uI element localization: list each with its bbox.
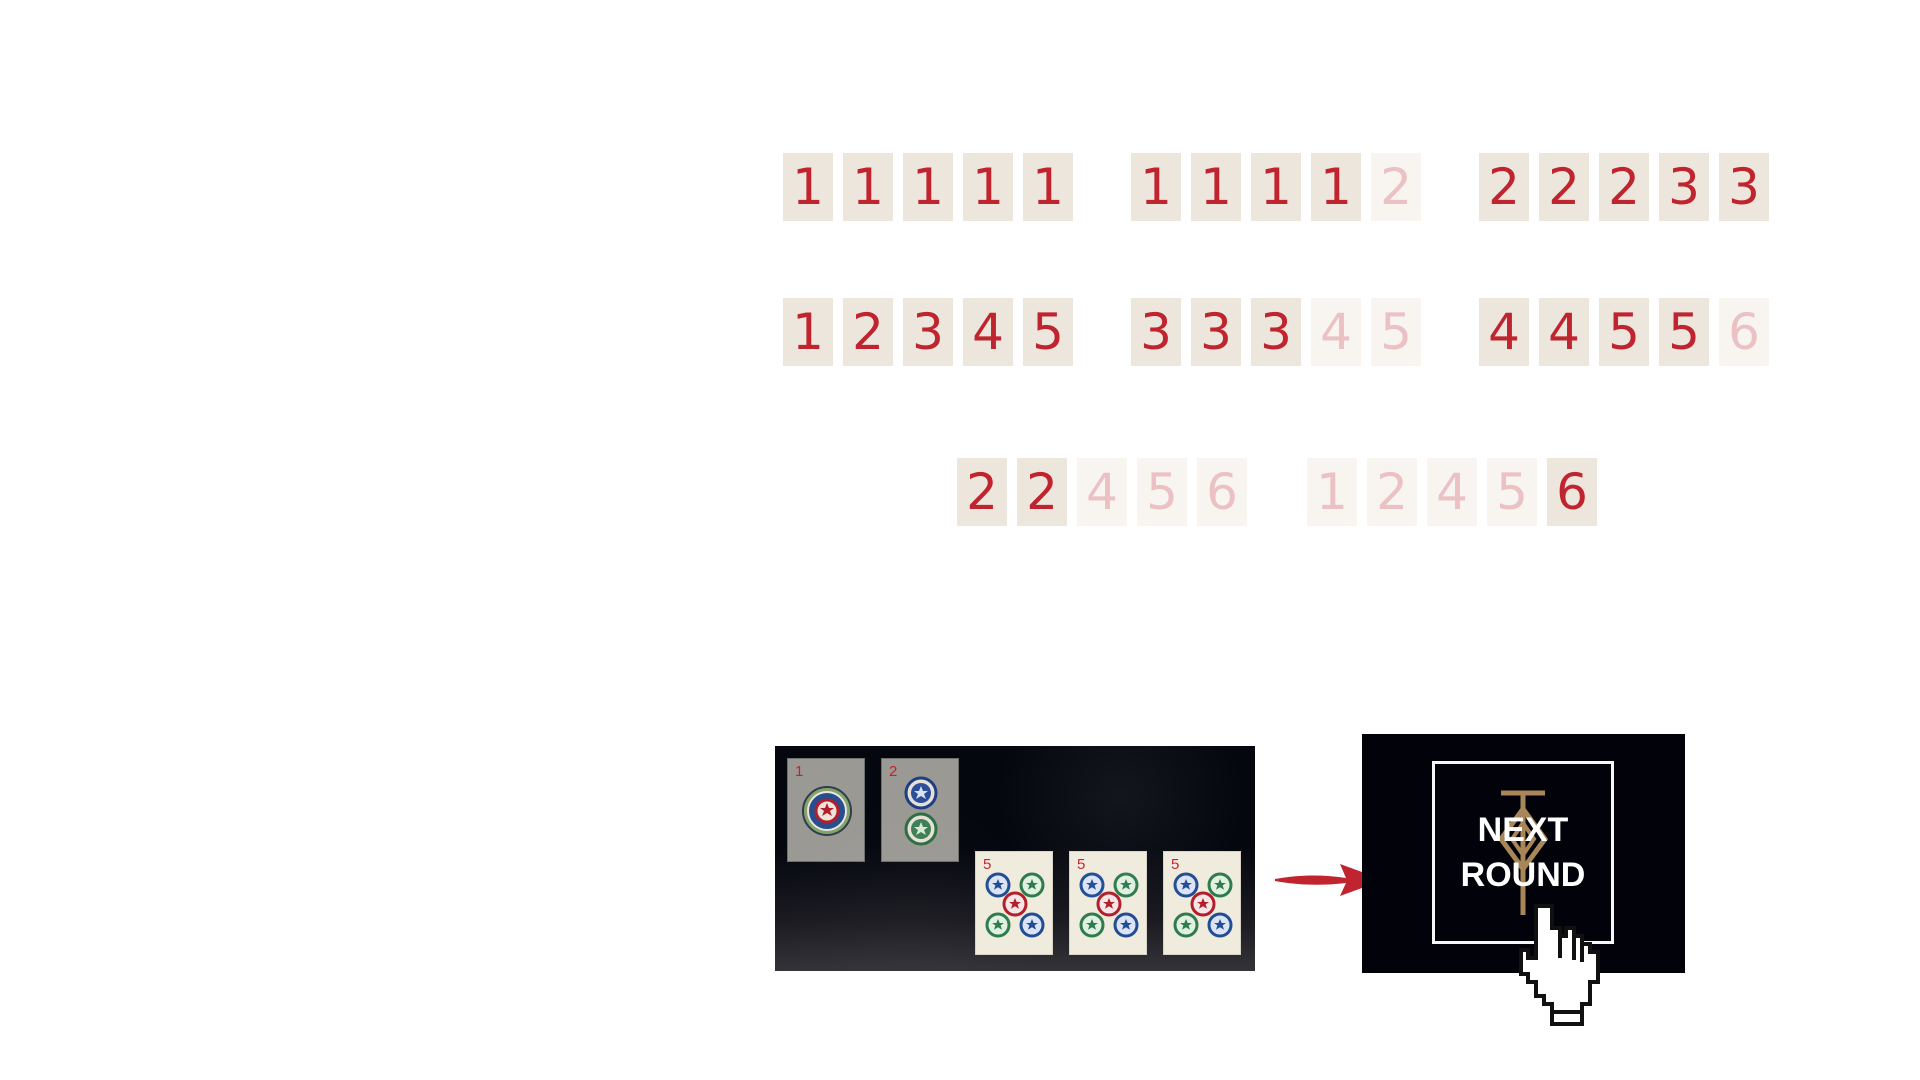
tile-faded: 5 <box>1371 298 1421 366</box>
five-pin-tile: 5 <box>1069 851 1147 955</box>
tile-faded: 1 <box>1307 458 1357 526</box>
tile-row-1: 1 1 1 1 1 1 1 1 1 2 2 2 2 3 3 <box>783 153 1769 221</box>
tile: 5 <box>1659 298 1709 366</box>
tile: 1 <box>963 153 1013 221</box>
tile-group-6: 4 4 5 5 6 <box>1479 298 1769 366</box>
tile: 1 <box>903 153 953 221</box>
tile-faded: 4 <box>1427 458 1477 526</box>
tile: 2 <box>843 298 893 366</box>
tile: 1 <box>1191 153 1241 221</box>
tile: 1 <box>843 153 893 221</box>
hand-pointer-icon <box>1519 904 1600 1026</box>
tile: 1 <box>1023 153 1073 221</box>
tile: 4 <box>963 298 1013 366</box>
tile: 2 <box>1017 458 1067 526</box>
arrow-right-icon <box>1275 864 1384 896</box>
tile: 2 <box>1539 153 1589 221</box>
next-round-panel: NEXT ROUND <box>1362 734 1685 973</box>
five-circle-pin-icon <box>985 872 1045 938</box>
five-circle-pin-icon <box>1079 872 1139 938</box>
five-pin-tile: 5 <box>975 851 1053 955</box>
tile-faded: 4 <box>1077 458 1127 526</box>
tile: 1 <box>783 153 833 221</box>
tile-number: 1 <box>795 763 804 780</box>
tile-faded: 4 <box>1311 298 1361 366</box>
tile: 1 <box>1251 153 1301 221</box>
tile-group-3: 2 2 2 3 3 <box>1479 153 1769 221</box>
tile: 3 <box>1719 153 1769 221</box>
tile: 2 <box>1599 153 1649 221</box>
five-circle-pin-icon <box>1173 872 1233 938</box>
tile: 4 <box>1539 298 1589 366</box>
tile-number: 5 <box>1171 856 1180 873</box>
tile: 1 <box>1311 153 1361 221</box>
tile: 3 <box>903 298 953 366</box>
tile: 3 <box>1251 298 1301 366</box>
tile-number: 2 <box>889 763 898 780</box>
two-circle-pin-icon <box>904 776 938 846</box>
tile-faded: 2 <box>1367 458 1417 526</box>
tile-row-2: 1 2 3 4 5 3 3 3 4 5 4 4 5 5 6 <box>783 298 1769 366</box>
tile-faded: 5 <box>1137 458 1187 526</box>
tile-group-1: 1 1 1 1 1 <box>783 153 1073 221</box>
dora-tile: 2 <box>881 758 959 862</box>
tile-number: 5 <box>983 856 992 873</box>
tile-group-2: 1 1 1 1 2 <box>1131 153 1421 221</box>
next-round-label: NEXT ROUND <box>1460 811 1586 894</box>
mahjong-board-panel: 1 2 5 <box>775 746 1255 971</box>
tile-row-3: 2 2 4 5 6 1 2 4 5 6 <box>957 458 1597 526</box>
tile-group-8: 1 2 4 5 6 <box>1307 458 1597 526</box>
tile: 6 <box>1547 458 1597 526</box>
tile: 5 <box>1023 298 1073 366</box>
tile: 5 <box>1599 298 1649 366</box>
tile: 3 <box>1659 153 1709 221</box>
tile: 2 <box>957 458 1007 526</box>
tile-group-4: 1 2 3 4 5 <box>783 298 1073 366</box>
tile: 1 <box>783 298 833 366</box>
tile-number: 5 <box>1077 856 1086 873</box>
tile-group-5: 3 3 3 4 5 <box>1131 298 1421 366</box>
trophy-icon <box>1497 790 1549 915</box>
tile-faded: 5 <box>1487 458 1537 526</box>
tile-group-7: 2 2 4 5 6 <box>957 458 1247 526</box>
tile: 1 <box>1131 153 1181 221</box>
tile: 4 <box>1479 298 1529 366</box>
tile: 3 <box>1131 298 1181 366</box>
tile-faded: 6 <box>1197 458 1247 526</box>
tile: 2 <box>1479 153 1529 221</box>
next-round-button[interactable]: NEXT ROUND <box>1432 761 1614 944</box>
dora-tile: 1 <box>787 758 865 862</box>
tile: 3 <box>1191 298 1241 366</box>
five-pin-tile: 5 <box>1163 851 1241 955</box>
tile-faded: 2 <box>1371 153 1421 221</box>
tile-faded: 6 <box>1719 298 1769 366</box>
one-circle-pin-icon <box>802 786 852 836</box>
